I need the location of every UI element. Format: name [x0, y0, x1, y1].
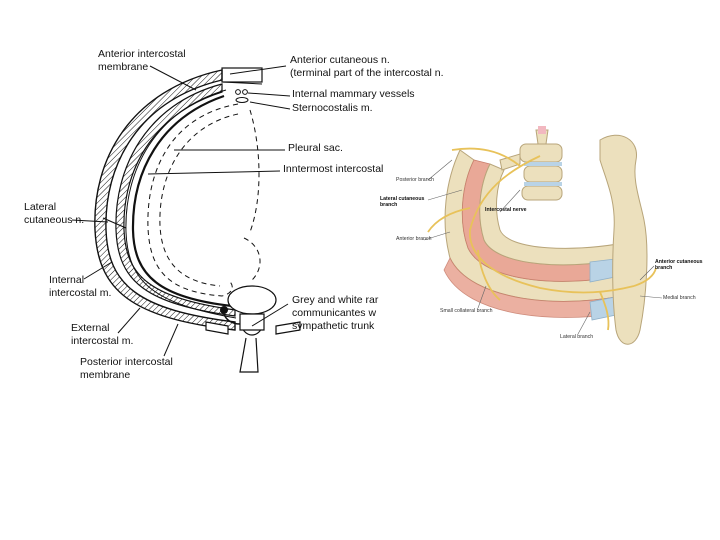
intercostal-nerve-line — [125, 89, 237, 319]
label-lateral-cutaneous-branch: Lateral cutaneous branch — [380, 196, 425, 209]
label-anterior-intercostal-membrane: Anterior intercostal membrane — [98, 48, 186, 73]
label-grey-white-rami: Grey and white rar communicantes w sympa… — [292, 294, 379, 332]
innermost-layer — [131, 94, 233, 308]
label-lateral-branch: Lateral branch — [560, 334, 594, 340]
internal-muscle-band — [115, 83, 236, 317]
label-posterior-branch: Posterior branch — [396, 177, 435, 183]
vertebra-shape — [205, 285, 301, 373]
pleural-sac-outline — [147, 103, 260, 297]
label-anterior-cutaneous-n: Anterior cutaneous n. (terminal part of … — [290, 54, 444, 79]
label-sternocostalis-m: Sternocostalis m. — [292, 102, 373, 114]
label-small-collateral-branch: Small collateral branch — [440, 308, 493, 314]
label-pleural-sac: Pleural sac. — [288, 142, 343, 154]
label-internal-intercostal-m: Internal intercostal m. — [49, 274, 112, 299]
label-external-intercostal-m: External intercostal m. — [71, 322, 134, 347]
label-anterior-branch: Anterior branch — [396, 236, 432, 242]
sternum-illustration — [599, 134, 648, 345]
label-medial-branch: Medial branch — [663, 295, 696, 301]
label-anterior-cutaneous-branch: Anterior cutaneous branch — [655, 259, 703, 272]
sympathetic-ganglion — [220, 306, 228, 314]
external-muscle-band — [94, 69, 236, 331]
label-internal-mammary-vessels: Internal mammary vessels — [292, 88, 415, 100]
intercostal-nerve-path — [427, 147, 657, 331]
label-intercostal-nerve: Intercostal nerve — [485, 207, 527, 213]
label-posterior-intercostal-membrane: Posterior intercostal membrane — [80, 356, 173, 381]
label-lateral-cutaneous-n: Lateral cutaneous n. — [24, 201, 85, 226]
label-innermost-intercostal: Inntermost intercostal — [283, 163, 384, 175]
